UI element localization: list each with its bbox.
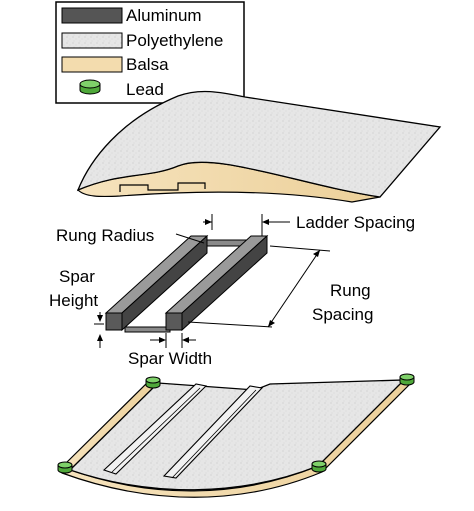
lead-weight-back-right	[311, 460, 327, 473]
legend-label-balsa: Balsa	[126, 55, 169, 74]
label-ladder-spacing: Ladder Spacing	[296, 213, 415, 232]
label-spar-width: Spar Width	[128, 349, 212, 368]
upper-skin-surface	[76, 90, 442, 198]
legend-item-lead: Lead	[79, 79, 164, 99]
rung-spacing-ext-bottom	[187, 321, 273, 328]
rung-radius-leader	[175, 233, 205, 244]
legend-item-polyethylene: Polyethylene	[61, 31, 223, 50]
label-rung-radius: Rung Radius	[56, 226, 154, 245]
lead-weight-back-left	[57, 461, 73, 474]
legend: Aluminum Polyethylene Balsa Lead	[55, 1, 245, 104]
right-spar	[164, 234, 269, 332]
lead-weight-front-left	[145, 376, 161, 389]
legend-label-lead: Lead	[126, 80, 164, 99]
lead-swatch	[79, 79, 101, 95]
upper-skin-layer	[76, 90, 442, 203]
rung-spacing-dimension-line	[267, 249, 321, 328]
label-spar-height-line1: Spar	[59, 267, 95, 286]
legend-item-aluminum: Aluminum	[61, 6, 202, 25]
legend-item-balsa: Balsa	[61, 55, 169, 74]
label-rung-spacing-line2: Spacing	[312, 305, 373, 324]
label-spar-height-line2: Height	[49, 291, 98, 310]
lower-skin-layer	[57, 373, 415, 498]
near-rung	[124, 326, 171, 333]
aluminum-swatch	[61, 7, 123, 24]
lead-weight-front-right	[399, 373, 415, 386]
rung-spacing-ext-top	[269, 245, 331, 252]
arrowheads	[97, 219, 320, 343]
aluminum-ladder	[104, 234, 269, 333]
polyethylene-swatch	[61, 32, 123, 49]
upper-skin-spar-slots	[119, 182, 206, 192]
balsa-swatch	[61, 56, 123, 73]
left-spar	[104, 234, 209, 332]
legend-label-polyethylene: Polyethylene	[126, 31, 223, 50]
legend-label-aluminum: Aluminum	[126, 6, 202, 25]
label-rung-spacing-line1: Rung	[330, 281, 371, 300]
